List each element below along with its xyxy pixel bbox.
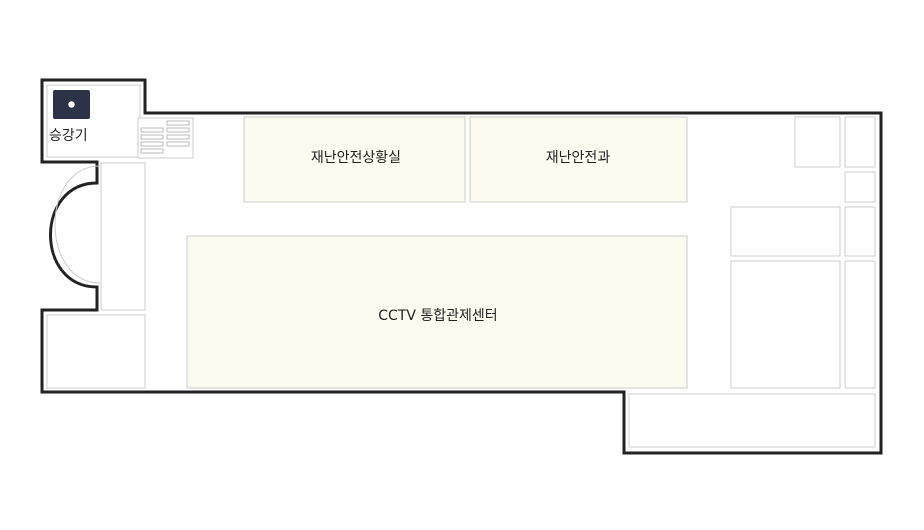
room-right-7 [844,260,876,389]
room-disaster-safety-dept-label: 재난안전과 [546,150,611,166]
room-disaster-situation[interactable]: 재난안전상황실 [243,116,466,203]
elevator-label: 승강기 [49,128,88,144]
room-right-5 [844,206,876,257]
room-right-4 [730,206,841,257]
curved-wall-inner [54,165,101,284]
room-disaster-situation-label: 재난안전상황실 [311,150,401,166]
room-right-3 [844,171,876,203]
room-cctv-center[interactable]: CCTV 통합관제센터 [186,235,688,389]
room-left-bottom [46,314,146,389]
room-bottom-right [628,393,876,448]
room-right-2 [844,116,876,168]
room-disaster-safety-dept[interactable]: 재난안전과 [469,116,688,203]
room-right-1 [794,116,841,168]
elevator-icon [53,90,90,119]
room-cctv-center-label: CCTV 통합관제센터 [378,308,497,324]
room-left-corridor [100,162,146,311]
stairs-icon [140,120,190,154]
room-right-6 [730,260,841,389]
